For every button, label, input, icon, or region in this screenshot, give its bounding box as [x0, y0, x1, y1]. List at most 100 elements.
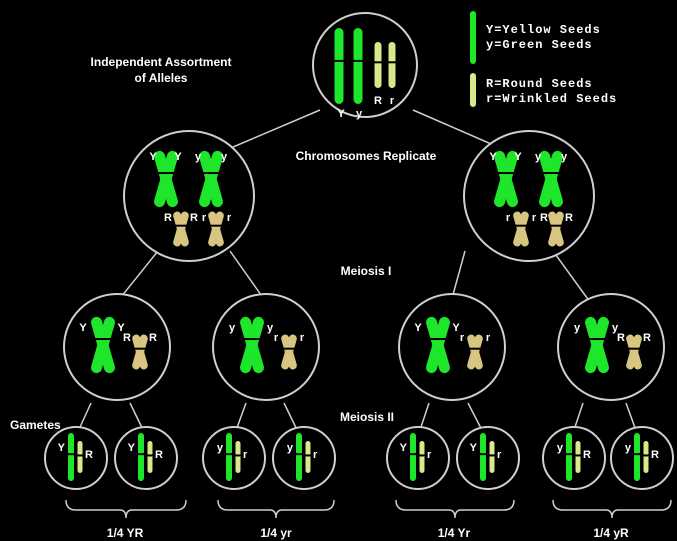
gamete-allele-label: R	[85, 449, 93, 461]
legend-item-yellow-seeds: Y=Yellow Seeds	[486, 23, 601, 37]
gamete-short-chromosome-7	[575, 441, 581, 473]
meiosis1-allele-label: y	[574, 322, 581, 334]
gamete-long-chromosome-5	[410, 433, 416, 481]
gamete-allele-label: R	[583, 449, 591, 461]
gamete-short-chromosome-3	[235, 441, 241, 473]
allele-r-label: r	[390, 95, 395, 107]
gamete-brackets	[65, 499, 672, 519]
gamete-long-chromosome-1	[68, 433, 74, 481]
legend-swatch-pale	[470, 73, 476, 107]
gamete-short-chromosome-6	[489, 441, 495, 473]
meiosis1-short-chromosome-3	[465, 334, 485, 370]
right-chromosome-long-1	[492, 150, 520, 208]
allele-Y-label: Y	[337, 108, 345, 120]
gamete-long-chromosome-8	[634, 433, 640, 481]
meiosis1-long-chromosome-4	[583, 316, 611, 374]
meiosis1-allele-label: y	[612, 322, 619, 334]
meiosis1-short-chromosome-1	[130, 334, 150, 370]
gamete-allele-label: Y	[58, 442, 66, 454]
gamete-cell-5	[386, 426, 450, 490]
right-allele-label: r	[532, 212, 537, 224]
meiosis1-allele-label: R	[123, 332, 131, 344]
allele-y-label: y	[356, 108, 363, 120]
right-allele-label: Y	[489, 151, 497, 163]
gamete-allele-label: y	[625, 442, 632, 454]
meiosis1-allele-label: r	[274, 332, 279, 344]
chromosome-y	[353, 28, 363, 104]
meiosis1-allele-label: y	[229, 322, 236, 334]
gamete-cell-7	[542, 426, 606, 490]
allele-R-label: R	[374, 95, 382, 107]
bracket-yr-mixed	[395, 499, 515, 519]
meiosis-2-label: Meiosis II	[340, 410, 394, 424]
gamete-allele-label: r	[427, 449, 432, 461]
connector-line	[552, 250, 591, 303]
meiosis1-allele-label: y	[267, 322, 274, 334]
gamete-short-chromosome-2	[147, 441, 153, 473]
right-chromosome-short-1	[511, 211, 531, 247]
left-chromosome-short-2	[206, 211, 226, 247]
left-allele-label: Y	[174, 151, 182, 163]
fraction-yr-lower: 1/4 yr	[260, 526, 292, 540]
left-allele-label: Y	[149, 151, 157, 163]
gamete-cell-8	[610, 426, 674, 490]
right-chromosome-long-2	[537, 150, 565, 208]
chromosome-r	[388, 42, 396, 88]
meiosis1-allele-label: Y	[117, 322, 125, 334]
gamete-cell-3	[202, 426, 266, 490]
bracket-yr-lower-y	[552, 499, 672, 519]
right-allele-label: y	[561, 151, 568, 163]
gamete-allele-label: R	[155, 449, 163, 461]
gamete-short-chromosome-8	[643, 441, 649, 473]
left-allele-label: y	[195, 151, 202, 163]
gamete-short-chromosome-5	[419, 441, 425, 473]
chromosome-Y	[334, 28, 344, 104]
right-allele-label: y	[535, 151, 542, 163]
meiosis1-allele-label: r	[460, 332, 465, 344]
fraction-yr-upper-r: 1/4 YR	[107, 526, 144, 540]
meiosis1-allele-label: r	[300, 332, 305, 344]
meiosis1-allele-label: r	[486, 332, 491, 344]
replicated-cell-left	[123, 130, 255, 262]
gamete-short-chromosome-4	[305, 441, 311, 473]
meiosis1-allele-label: R	[617, 332, 625, 344]
legend: Y=Yellow Seeds y=Green Seeds R=Round See…	[470, 11, 617, 107]
legend-item-wrinkled-seeds: r=Wrinkled Seeds	[486, 92, 617, 106]
gamete-allele-label: r	[243, 449, 248, 461]
gamete-long-chromosome-2	[138, 433, 144, 481]
meiosis1-short-chromosome-4	[624, 334, 644, 370]
meiosis1-cell-2	[212, 293, 320, 401]
right-allele-label: Y	[514, 151, 522, 163]
left-allele-label: r	[227, 212, 232, 224]
gamete-long-chromosome-7	[566, 433, 572, 481]
gamete-long-chromosome-4	[296, 433, 302, 481]
gamete-allele-label: R	[651, 449, 659, 461]
gamete-short-chromosome-1	[77, 441, 83, 473]
meiosis1-short-chromosome-2	[279, 334, 299, 370]
right-allele-label: R	[565, 212, 573, 224]
gamete-cell-4	[272, 426, 336, 490]
legend-swatch-green	[470, 11, 476, 64]
right-allele-label: r	[506, 212, 511, 224]
title-line-1: Independent Assortment	[91, 55, 232, 69]
gamete-cell-1	[44, 426, 108, 490]
left-allele-label: r	[202, 212, 207, 224]
title-line-2: of Alleles	[135, 71, 188, 85]
gamete-allele-label: y	[557, 442, 564, 454]
chromosome-R	[374, 42, 382, 88]
right-chromosome-short-2	[546, 211, 566, 247]
gamete-cell-2	[114, 426, 178, 490]
fraction-yr-mixed: 1/4 Yr	[438, 526, 471, 540]
legend-item-round-seeds: R=Round Seeds	[486, 77, 593, 91]
left-chromosome-long-1	[152, 150, 180, 208]
connector-line	[225, 109, 321, 151]
gamete-long-chromosome-6	[480, 433, 486, 481]
legend-item-green-seeds: y=Green Seeds	[486, 38, 593, 52]
fraction-yr-lower-y: 1/4 yR	[593, 526, 629, 540]
left-chromosome-short-1	[171, 211, 191, 247]
gamete-allele-label: Y	[470, 442, 478, 454]
meiosis-1-label: Meiosis I	[341, 264, 392, 278]
meiosis1-allele-label: Y	[79, 322, 87, 334]
